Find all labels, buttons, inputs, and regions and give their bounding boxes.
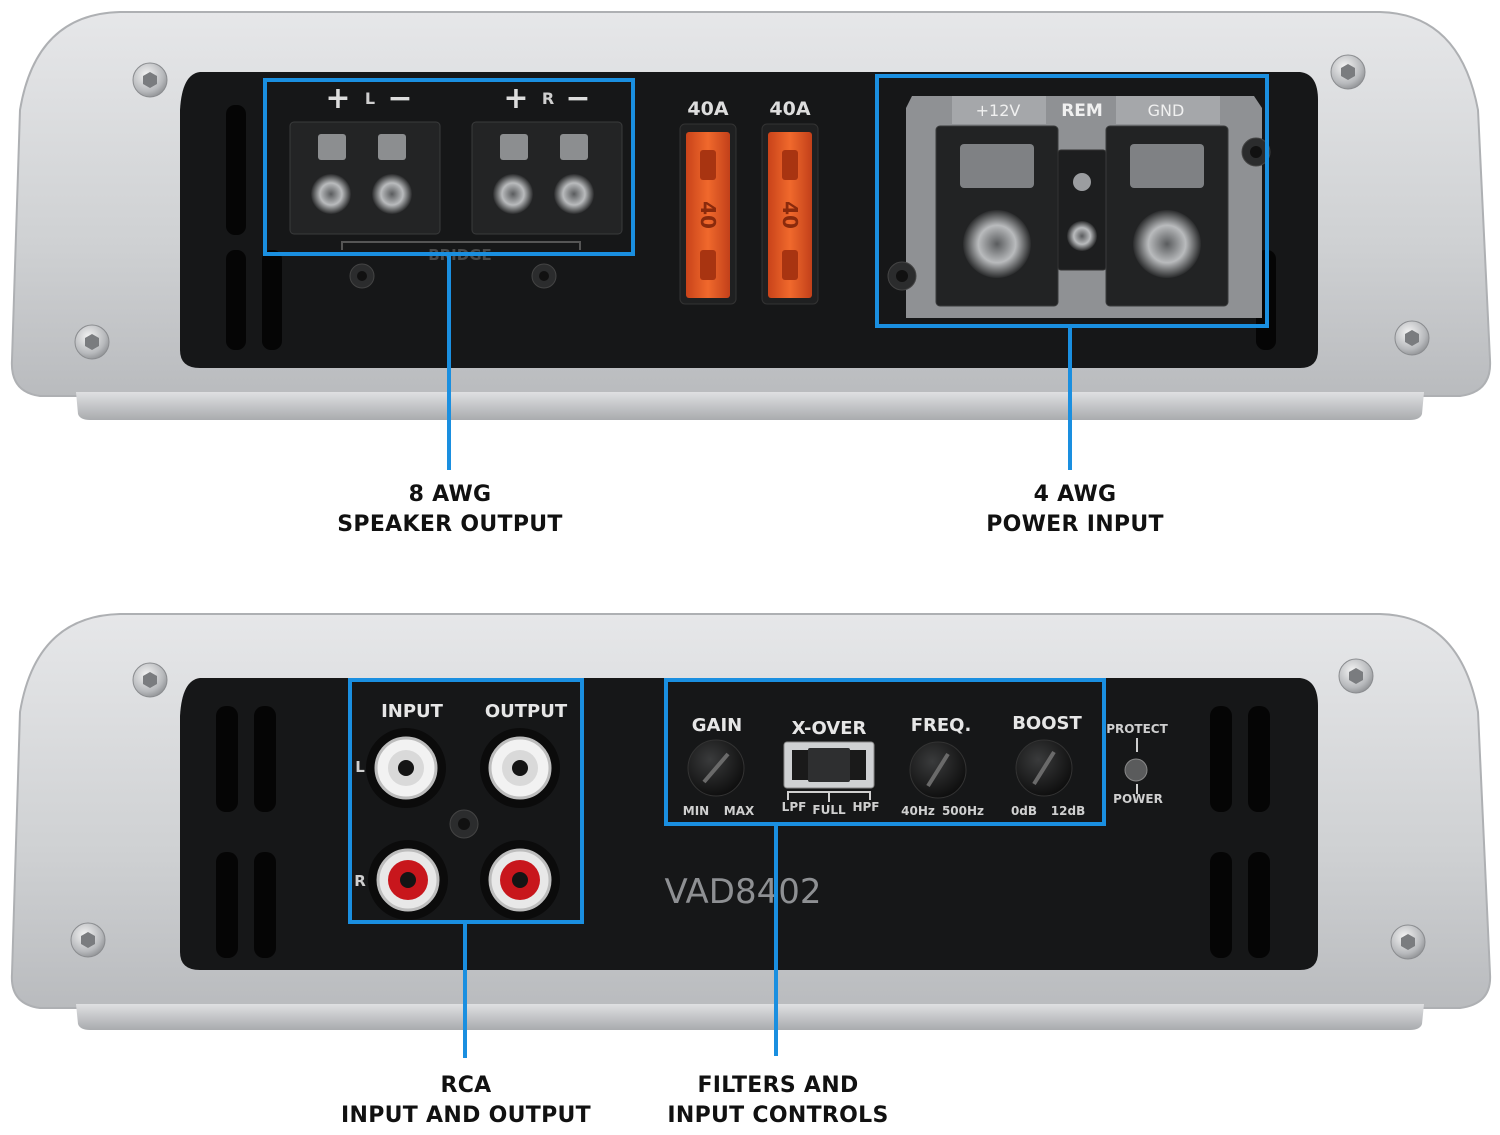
callout-filters (664, 678, 1106, 1056)
fuses: 40A 40A 40 40 (679, 98, 819, 305)
gain-max-label: MAX (724, 804, 755, 818)
freq-min-label: 40Hz (901, 804, 935, 818)
led-icon (1124, 758, 1148, 782)
screw-icon (70, 922, 106, 958)
gain-min-label: MIN (683, 804, 709, 818)
power-input-caption: 4 AWG POWER INPUT (865, 480, 1285, 540)
boost-min-label: 0dB (1011, 804, 1037, 818)
screw-icon (74, 324, 110, 360)
rca-jack-icon (480, 728, 560, 808)
status-led: PROTECT POWER (1106, 722, 1168, 806)
screw-icon (1394, 320, 1430, 356)
power-input-caption-line1: 4 AWG (1033, 482, 1117, 507)
bottom-chassis-foot (76, 1004, 1424, 1030)
filters-caption-line2: INPUT CONTROLS (667, 1103, 889, 1128)
right-plus-label: + (503, 81, 528, 116)
screw-icon (1338, 658, 1374, 694)
terminal-block-icon (471, 121, 623, 235)
slide-switch-icon (783, 741, 875, 789)
input-controls: GAIN MIN MAX X-OVER LPF FULL HPF FREQ. 4… (683, 713, 1085, 818)
screw-icon (132, 62, 168, 98)
rca-right-label: R (354, 872, 366, 890)
rca-jack-icon (480, 840, 560, 920)
left-channel-label: L (365, 89, 375, 108)
bottom-amplifier: INPUT OUTPUT L R GAIN MIN MAX X-OVER LPF (10, 613, 1492, 1058)
rca-jacks: INPUT OUTPUT L R (354, 701, 568, 920)
screw-icon (449, 809, 479, 839)
terminal-block-icon (1057, 149, 1107, 271)
fuse-2-rating: 40A (769, 98, 810, 120)
fuse-1-rating: 40A (687, 98, 728, 120)
callout-rca (348, 678, 584, 1058)
knob-icon (687, 739, 745, 797)
xover-hpf-label: HPF (852, 800, 879, 814)
left-minus-label: − (387, 81, 412, 116)
knob-icon (1015, 739, 1073, 797)
callout-power-input (875, 74, 1269, 470)
rca-jack-icon (368, 840, 448, 920)
terminal-block-icon (935, 125, 1059, 307)
right-channel-label: R (542, 89, 554, 108)
screw-icon (887, 261, 917, 291)
vent-slots (216, 706, 1270, 958)
vent-slots (226, 105, 1276, 350)
left-plus-label: + (325, 81, 350, 116)
rca-caption: RCA INPUT AND OUTPUT (256, 1071, 676, 1131)
gnd-label: GND (1148, 101, 1185, 120)
protect-label: PROTECT (1106, 722, 1168, 736)
right-minus-label: − (565, 81, 590, 116)
speaker-terminals: + L − + R − BRIDGE (289, 81, 623, 289)
terminal-block-icon (289, 121, 441, 235)
freq-max-label: 500Hz (942, 804, 984, 818)
top-amplifier: + L − + R − BRIDGE (10, 11, 1492, 470)
xover-label: X-OVER (792, 718, 867, 739)
callout-speaker-output (263, 78, 635, 470)
speaker-output-caption-line1: 8 AWG (408, 482, 492, 507)
screw-icon (1241, 137, 1271, 167)
screw-icon (132, 662, 168, 698)
filters-caption: FILTERS AND INPUT CONTROLS (568, 1071, 988, 1131)
plus12v-label: +12V (976, 101, 1021, 120)
rca-caption-line2: INPUT AND OUTPUT (341, 1103, 591, 1128)
filters-caption-line1: FILTERS AND (697, 1073, 859, 1098)
speaker-output-caption-line2: SPEAKER OUTPUT (337, 512, 563, 537)
xover-full-label: FULL (812, 803, 846, 817)
screw-icon (1390, 924, 1426, 960)
fuse-icon: 40 (761, 123, 819, 305)
power-terminals: +12V REM GND (887, 96, 1271, 318)
screw-icon (1330, 54, 1366, 90)
fuse-1-marking: 40 (696, 201, 720, 229)
gain-label: GAIN (692, 715, 742, 736)
power-label: POWER (1113, 792, 1163, 806)
rem-label: REM (1061, 101, 1103, 121)
power-input-caption-line2: POWER INPUT (986, 512, 1164, 537)
screw-icon (349, 263, 375, 289)
fuse-2-marking: 40 (778, 201, 802, 229)
rca-output-label: OUTPUT (485, 701, 568, 722)
model-label: VAD8402 (664, 872, 821, 912)
rca-jack-icon (366, 728, 446, 808)
boost-max-label: 12dB (1051, 804, 1085, 818)
top-chassis-foot (76, 392, 1424, 420)
fuse-icon: 40 (679, 123, 737, 305)
terminal-block-icon (1105, 125, 1229, 307)
screw-icon (531, 263, 557, 289)
rca-left-label: L (355, 758, 365, 776)
rca-caption-line1: RCA (440, 1073, 492, 1098)
xover-bracket (787, 791, 871, 802)
knob-icon (909, 741, 967, 799)
boost-label: BOOST (1012, 713, 1082, 734)
bridge-line (341, 241, 581, 250)
freq-label: FREQ. (911, 715, 972, 736)
speaker-output-caption: 8 AWG SPEAKER OUTPUT (240, 480, 660, 540)
rca-input-label: INPUT (381, 701, 444, 722)
xover-lpf-label: LPF (782, 800, 807, 814)
